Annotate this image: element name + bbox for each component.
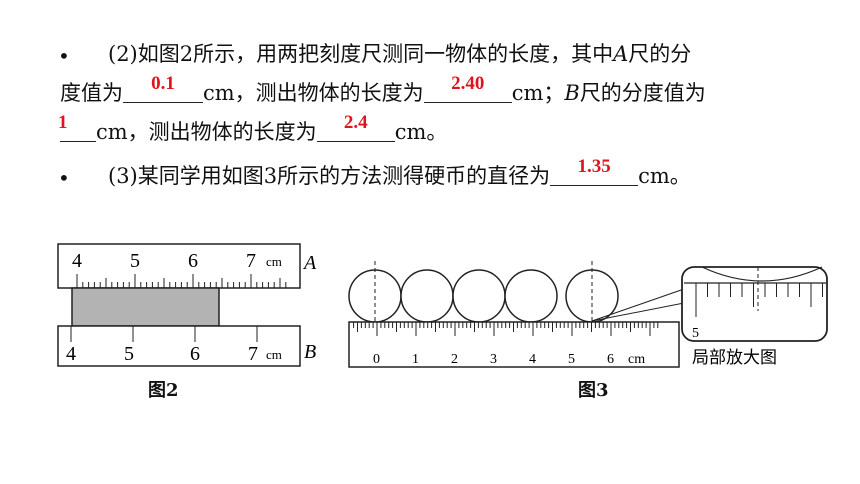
q2-line-2: 度值为 0.1 cm，测出物体的长度为 2.40 cm；B尺的分度值为 [60, 73, 706, 107]
coin-ruler-label-3: 3 [490, 352, 497, 367]
answer-2: 2.40 [451, 73, 485, 94]
zoom-caption: 局部放大图 [692, 348, 777, 368]
answer-blank-4[interactable]: 2.4 [316, 112, 395, 142]
ruler-b-unit: cm [266, 347, 282, 362]
q2-line-1: (2)如图2所示，用两把刻度尺测同一物体的长度，其中A尺的分 [108, 40, 691, 68]
figure-2: 4 5 6 7 cm A 4 5 6 7 cm B [57, 243, 317, 367]
ruler-b-tick-label-5: 5 [124, 343, 134, 365]
answer-3: 1 [58, 112, 68, 133]
figure-2-caption: 图2 [148, 380, 179, 401]
zoom-tick-label-5: 5 [692, 326, 699, 341]
measured-object [71, 287, 220, 327]
ruler-b [57, 325, 301, 367]
coin-ruler-label-0: 0 [373, 352, 380, 367]
answer-5: 1.35 [577, 156, 611, 177]
q3-text-a: (3)某同学用如图3所示的方法测得硬币的直径为 [108, 164, 551, 188]
answer-blank-1[interactable]: 0.1 [123, 73, 203, 103]
answer-blank-3[interactable]: 1 [58, 112, 96, 142]
coin-ruler-label-6: 6 [607, 352, 614, 367]
q2-text-f: 尺的分度值为 [579, 81, 706, 105]
bullet-q2: • [58, 44, 70, 68]
ruler-b-tick-label-6: 6 [190, 343, 200, 365]
ruler-a-tick-label-7: 7 [246, 250, 256, 272]
zoom-box [681, 266, 828, 342]
ruler-a-ref: A [613, 42, 629, 66]
bullet-q3: • [58, 166, 70, 190]
ruler-a-tick-label-4: 4 [72, 250, 82, 272]
answer-1: 0.1 [151, 73, 175, 94]
ruler-b-tick-label-7: 7 [248, 343, 258, 365]
q2-text-b: 尺的分 [628, 42, 692, 66]
ruler-b-ticks [70, 326, 258, 342]
q3-text-b: cm。 [638, 164, 691, 188]
answer-4: 2.4 [343, 112, 368, 133]
ruler-a-tick-label-5: 5 [130, 250, 140, 272]
ruler-a-tick-label-6: 6 [188, 250, 198, 272]
coin-3 [452, 269, 506, 323]
q2-text-h: cm。 [394, 120, 448, 144]
q2-text-d: cm，测出物体的长度为 [203, 81, 424, 105]
ruler-a-label: A [302, 252, 317, 274]
q3-line: (3)某同学用如图3所示的方法测得硬币的直径为 1.35 cm。 [108, 156, 691, 190]
q2-text-c: 度值为 [60, 81, 123, 105]
coin-ruler-unit: cm [628, 352, 645, 367]
q2-text-e: cm； [511, 81, 565, 105]
answer-blank-2[interactable]: 2.40 [423, 73, 512, 103]
figure-3-caption: 图3 [578, 380, 609, 401]
figure-3: 0 1 2 3 4 5 6 cm 5 局部放大图 [348, 261, 828, 368]
coin-ruler-label-1: 1 [412, 352, 419, 367]
coin-ruler-ticks [353, 322, 659, 336]
coin-ruler-label-4: 4 [529, 352, 536, 367]
ruler-a-unit: cm [266, 254, 282, 269]
ruler-b-tick-label-4: 4 [66, 343, 76, 365]
coins [348, 269, 619, 323]
q2-line-3: 1 cm，测出物体的长度为 2.4 cm。 [58, 112, 448, 146]
answer-blank-5[interactable]: 1.35 [550, 156, 639, 186]
ruler-b-label: B [304, 341, 316, 363]
ruler-a-ticks [76, 274, 287, 288]
coin-ruler-label-5: 5 [568, 352, 575, 367]
coin-ruler-label-2: 2 [451, 352, 458, 367]
coin-4 [504, 269, 558, 323]
ruler-b-ref: B [564, 81, 580, 105]
zoom-connector-top [591, 288, 685, 322]
zoom-ruler-ticks [695, 283, 823, 317]
ruler-a [57, 243, 301, 289]
zoom-coin-arc [701, 266, 823, 282]
zoom-connector-bottom [591, 302, 685, 322]
q2-text-g: cm，测出物体的长度为 [96, 120, 317, 144]
coin-2 [400, 269, 454, 323]
q2-text-a: (2)如图2所示，用两把刻度尺测同一物体的长度，其中 [108, 42, 614, 66]
